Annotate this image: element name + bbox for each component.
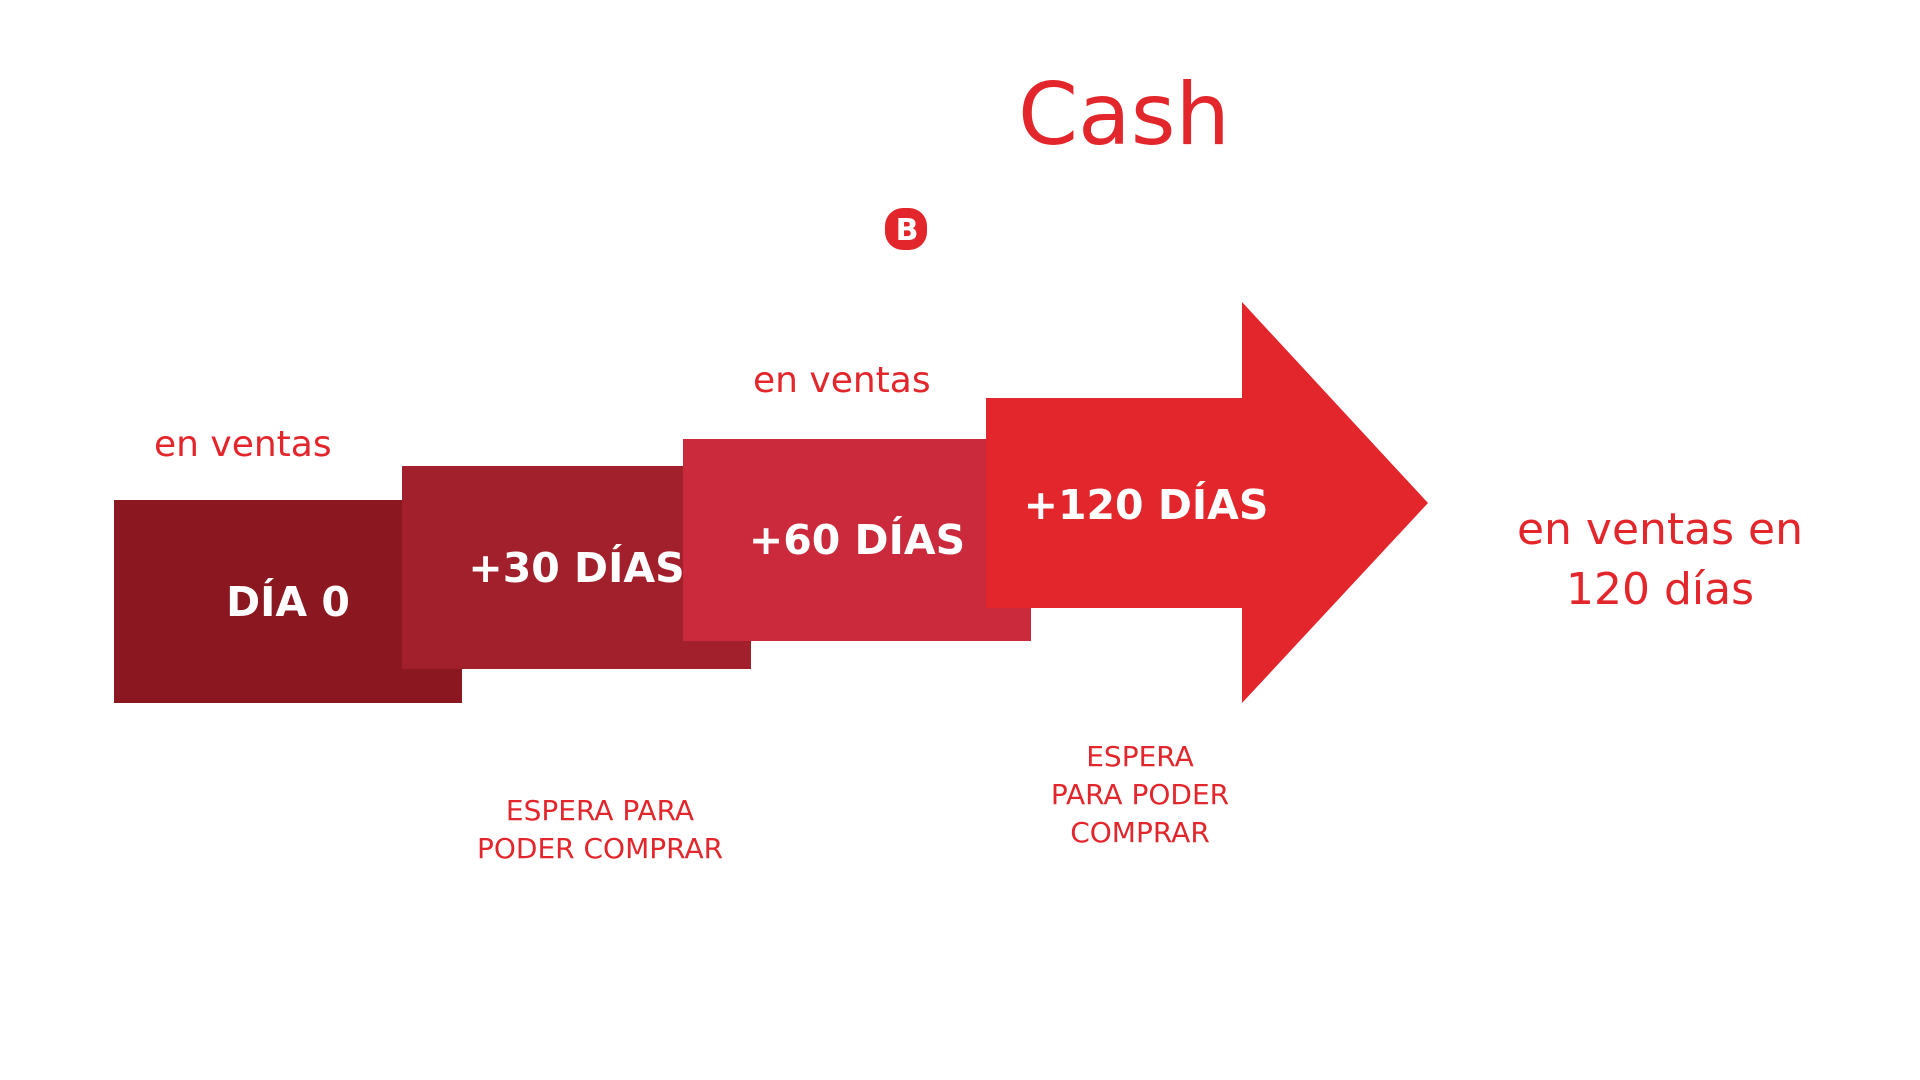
logo-badge bbox=[885, 208, 927, 250]
wait-note-2: ESPERA PARA PODER COMPRAR bbox=[1020, 738, 1260, 852]
wait-note-line: ESPERA PARA bbox=[505, 794, 695, 827]
step-label: +60 DÍAS bbox=[748, 516, 966, 564]
step-label: DÍA 0 bbox=[226, 577, 350, 626]
wait-note-line: COMPRAR bbox=[1070, 816, 1210, 849]
sales-total-line: en ventas en bbox=[1516, 504, 1804, 555]
wait-note-line: PODER COMPRAR bbox=[476, 832, 724, 865]
sales-label-day-0: en ventas bbox=[154, 424, 332, 465]
sales-total-line: 120 días bbox=[1565, 564, 1754, 615]
step-day-60: +60 DÍAS bbox=[683, 439, 1031, 641]
step-label: +120 DÍAS bbox=[1023, 481, 1269, 529]
page-title: Cash bbox=[1018, 65, 1231, 165]
wait-note-line: ESPERA bbox=[1086, 740, 1194, 773]
sales-label-day-60: en ventas bbox=[753, 360, 931, 401]
wait-note-line: PARA PODER bbox=[1050, 778, 1230, 811]
step-label: +30 DÍAS bbox=[468, 543, 685, 592]
sales-total-label: en ventas en 120 días bbox=[1500, 500, 1820, 620]
logo-letter: B bbox=[896, 213, 919, 248]
arrow-shape bbox=[986, 302, 1428, 703]
step-day-120-arrow bbox=[986, 302, 1428, 703]
brand-logo-icon: B bbox=[885, 208, 927, 250]
wait-note-1: ESPERA PARA PODER COMPRAR bbox=[440, 792, 760, 868]
